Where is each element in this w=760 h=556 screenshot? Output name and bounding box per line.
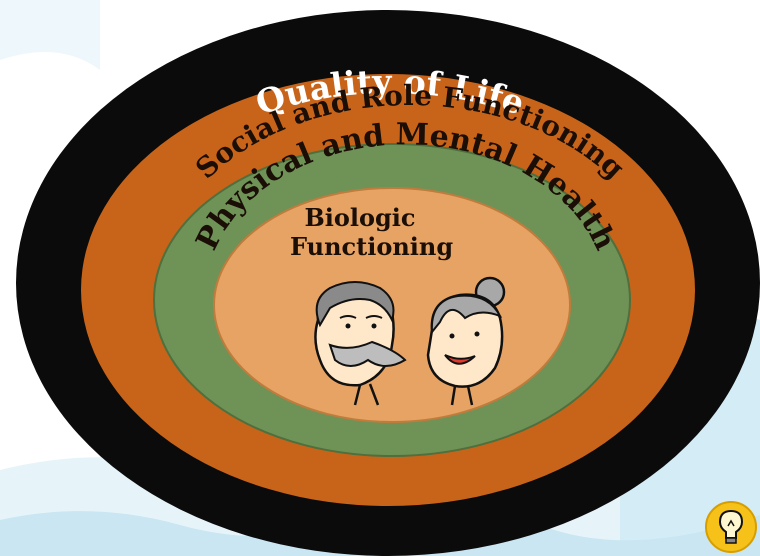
label-biologic-line1: Biologic	[304, 203, 416, 232]
lightbulb-icon	[705, 501, 757, 553]
label-biologic-line2: Functioning	[290, 232, 454, 261]
elderly-couple-illustration	[314, 276, 506, 406]
elderly-man-face	[314, 281, 407, 406]
elderly-woman-face	[426, 276, 506, 406]
label-biologic-functioning: Biologic Functioning	[290, 203, 454, 261]
